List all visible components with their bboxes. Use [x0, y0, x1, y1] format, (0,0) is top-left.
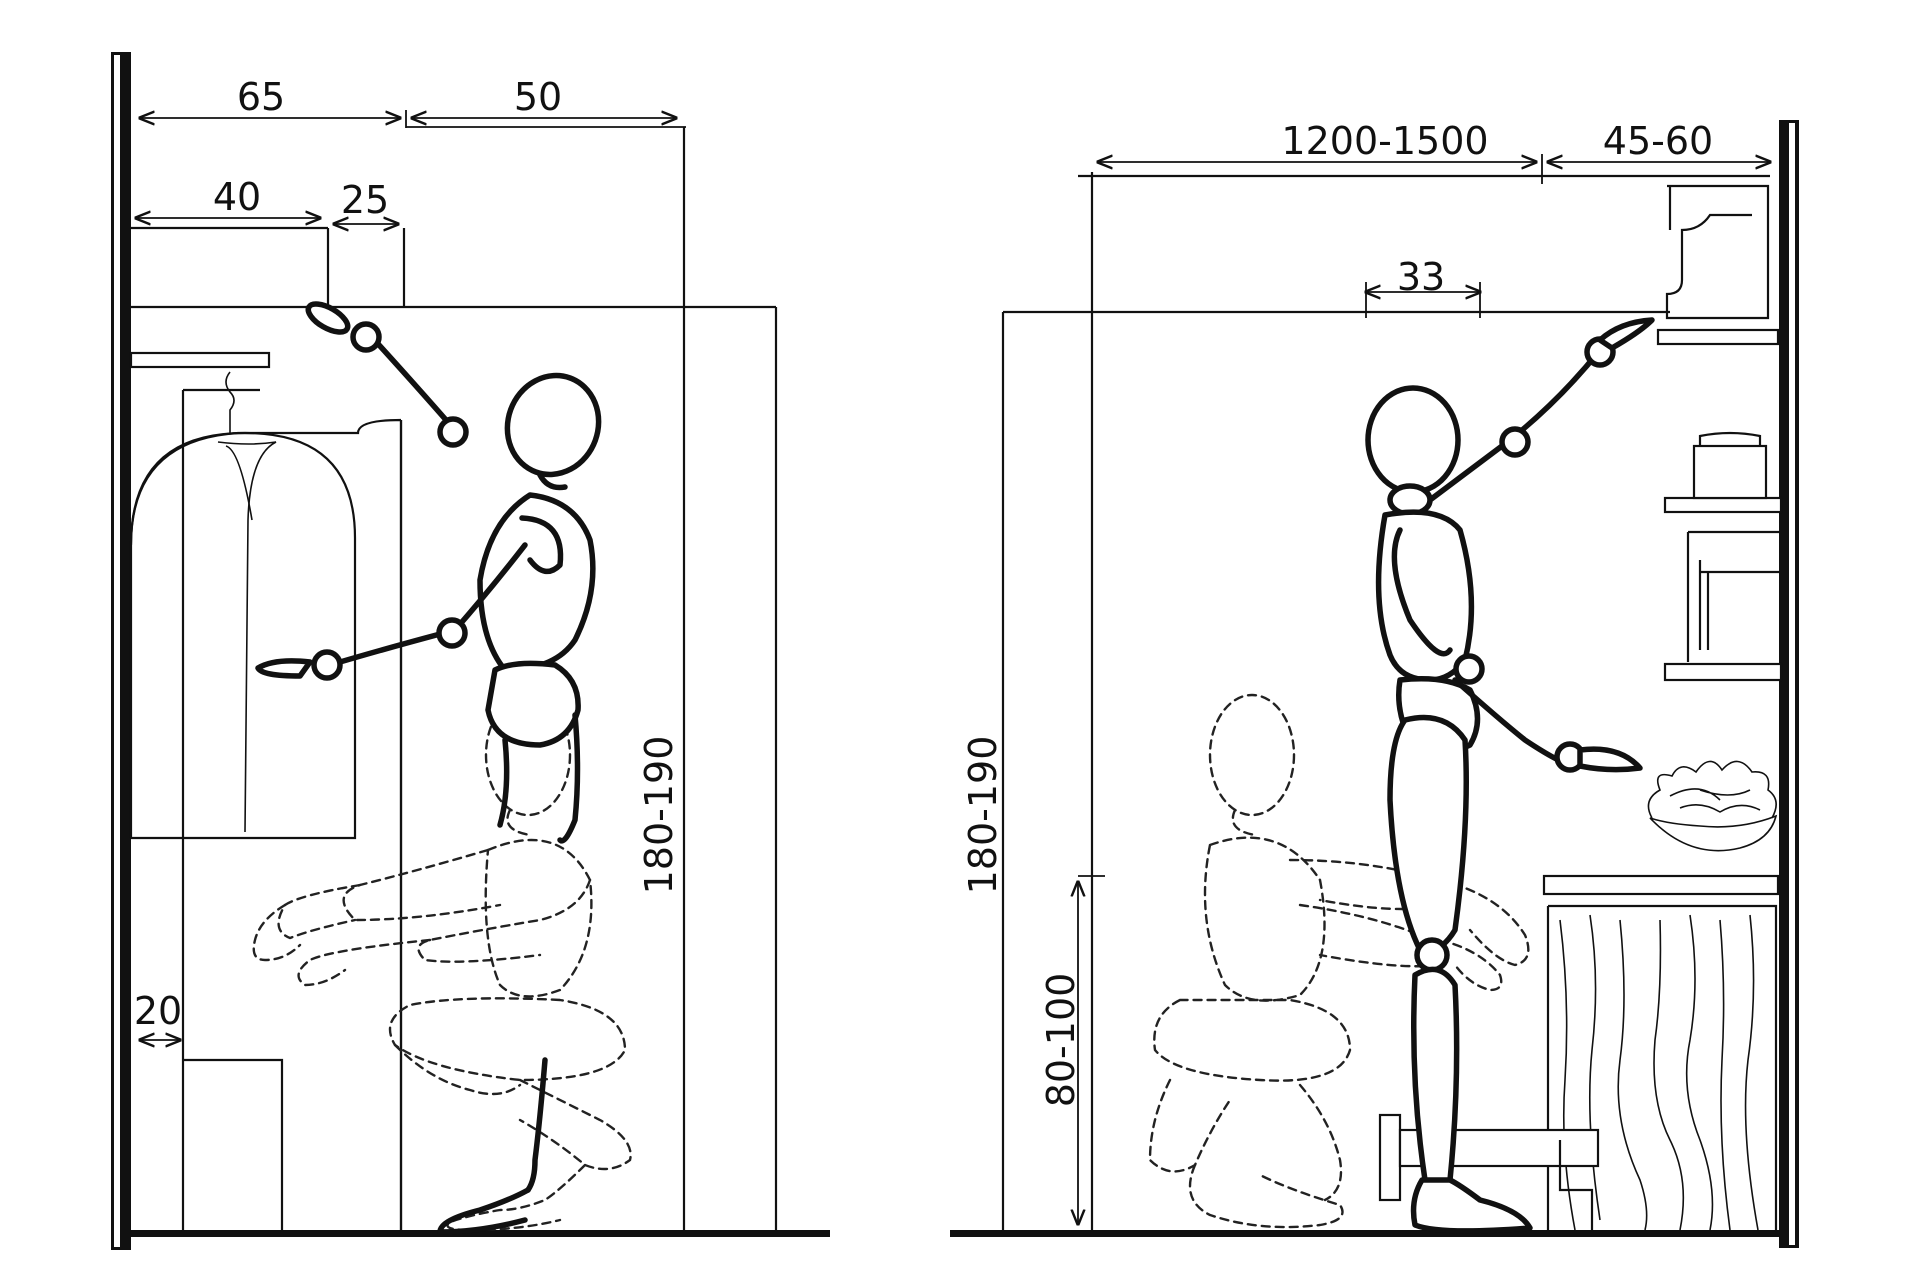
label-dim-80-100: 80-100 [1039, 973, 1083, 1108]
wood-grain [1559, 914, 1759, 1231]
label-dim-50: 50 [514, 75, 562, 119]
label-dim-33: 33 [1397, 255, 1445, 299]
stool-leg-right [1558, 1140, 1594, 1232]
drawer-unit [183, 1058, 284, 1232]
forward-hand [255, 658, 313, 679]
label-dim-40: 40 [213, 175, 261, 219]
left-panel-wardrobe: 65 50 40 25 20 180-190 [111, 52, 830, 1250]
label-dim-height-right: 180-190 [961, 736, 1005, 895]
garment-fold [217, 441, 277, 833]
label-dim-25: 25 [341, 178, 389, 222]
label-dim-height-left: 180-190 [637, 736, 681, 895]
thigh-right [1387, 714, 1469, 954]
stool-leg-left [1378, 1113, 1402, 1202]
raised-hand [305, 301, 351, 335]
left-wall-highlight [114, 55, 120, 1247]
left-floor [120, 1230, 830, 1237]
foot-right [1410, 1177, 1533, 1234]
head-right [1365, 385, 1461, 495]
shin-right [1411, 966, 1460, 1188]
raised-arm [367, 332, 456, 431]
crouching-figure-left [252, 693, 632, 1232]
head [504, 372, 602, 478]
hanger-hook [225, 371, 235, 434]
label-dim-45-60: 45-60 [1603, 119, 1713, 163]
shelf-top [1656, 328, 1780, 346]
garment-bag [129, 431, 357, 840]
right-panel-kitchen: 1200-1500 45-60 33 180-190 80-100 [950, 119, 1799, 1248]
reaching-figure-right [1365, 317, 1655, 1234]
right-floor [950, 1230, 1782, 1237]
garment-bag-back [129, 418, 403, 1232]
garment-fold-2 [225, 445, 253, 521]
left-dimensions: 65 50 40 25 20 180-190 [134, 75, 686, 1040]
counter-top [1542, 874, 1780, 896]
bowl [1649, 814, 1778, 852]
right-dimensions: 1200-1500 45-60 33 180-190 80-100 [961, 119, 1770, 1224]
label-dim-65: 65 [237, 75, 285, 119]
wardrobe-structure [129, 127, 778, 1232]
lettuce [1647, 760, 1777, 819]
raised-hand-right [1597, 317, 1655, 351]
kitchen-structure [1001, 172, 1783, 1232]
jar [1692, 444, 1768, 500]
right-wall-highlight [1789, 123, 1795, 1245]
label-dim-1200-1500: 1200-1500 [1281, 119, 1488, 163]
label-dim-20: 20 [134, 989, 182, 1033]
upper-cabinet [1665, 184, 1770, 320]
shelf-lower [1663, 662, 1783, 682]
base-cabinet [1546, 904, 1778, 1232]
hanging-rail [129, 351, 271, 369]
lowered-hand-right [1577, 746, 1643, 773]
shelf-middle [1663, 496, 1783, 514]
torso-right [1375, 509, 1475, 683]
appliance [1686, 530, 1780, 662]
reaching-figure-left [255, 301, 602, 1235]
pelvis [485, 660, 581, 748]
jar-lid [1698, 431, 1762, 446]
